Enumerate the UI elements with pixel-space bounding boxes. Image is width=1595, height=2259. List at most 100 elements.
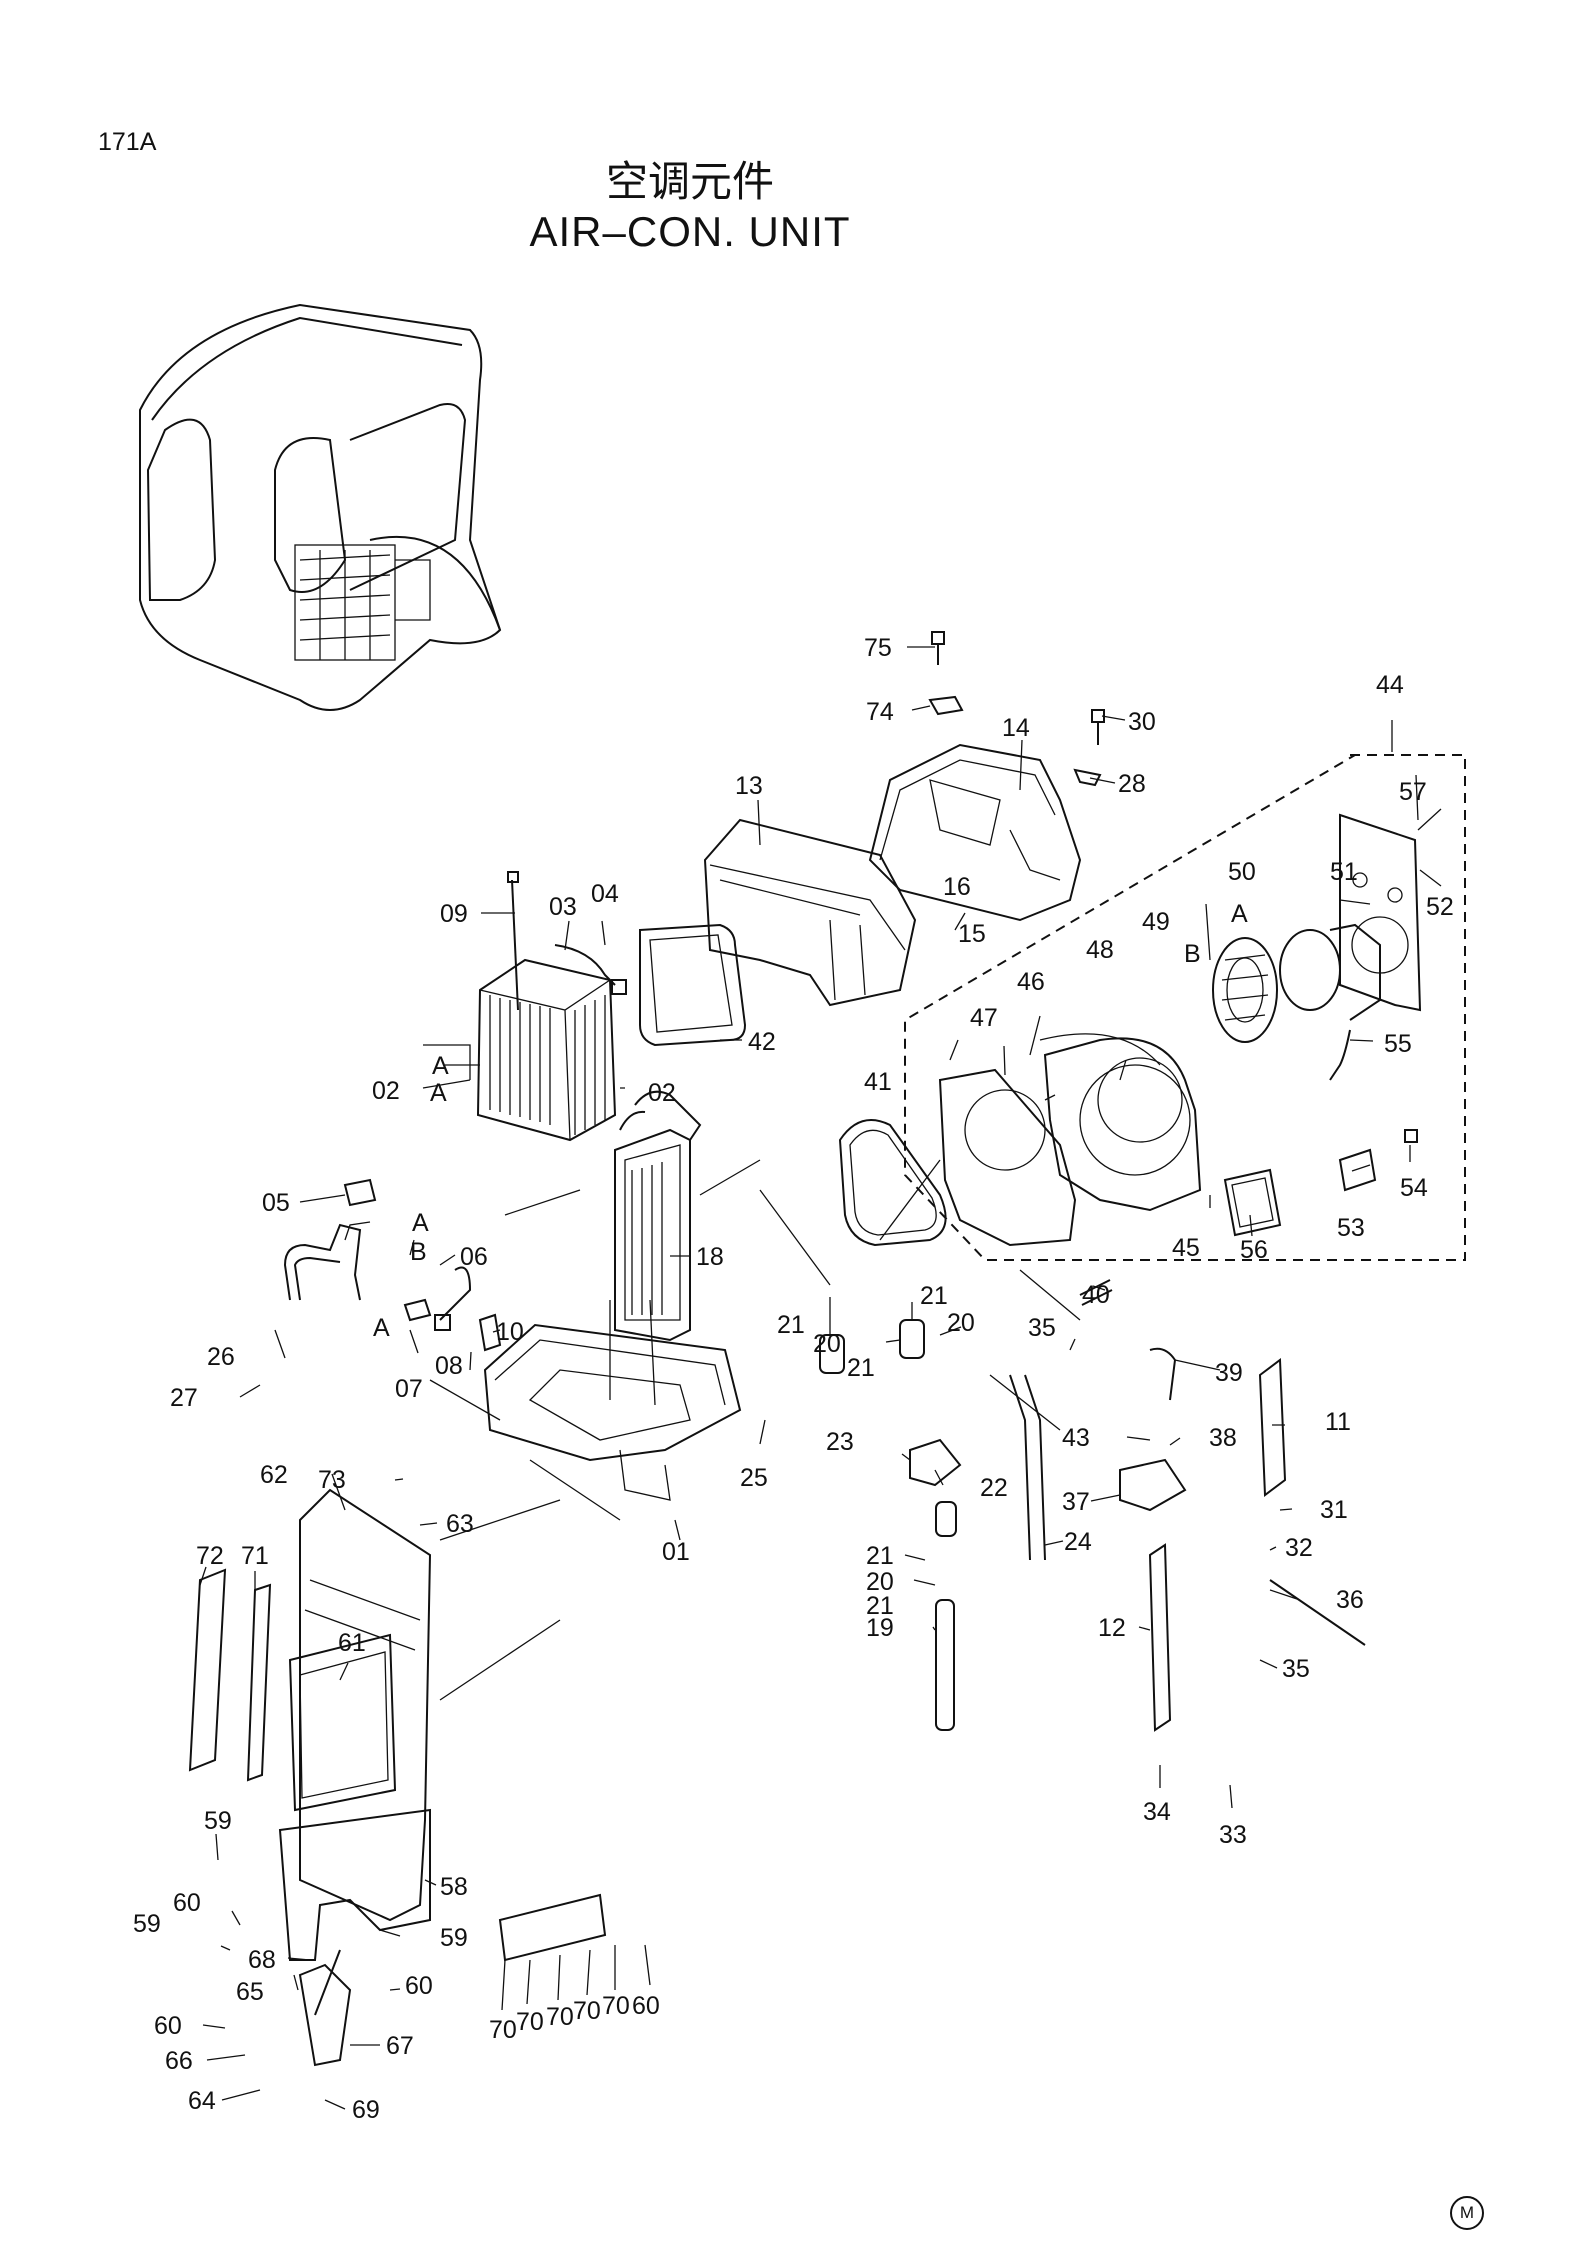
callout-label: 45 xyxy=(1172,1234,1200,1262)
callout-label: 70 xyxy=(489,2016,517,2044)
callout-label: 66 xyxy=(165,2047,193,2075)
callout-label: 05 xyxy=(262,1189,290,1217)
callout-label: 19 xyxy=(866,1614,894,1642)
callout-label: 52 xyxy=(1426,893,1454,921)
callout-label: 67 xyxy=(386,2032,414,2060)
part-13-duct xyxy=(703,818,917,1007)
callout-label: 21 xyxy=(866,1542,894,1570)
callout-label: 55 xyxy=(1384,1030,1412,1058)
callout-label: A xyxy=(432,1052,449,1080)
callout-label: 20 xyxy=(866,1568,894,1596)
callout-label: 16 xyxy=(943,873,971,901)
callout-label: 15 xyxy=(958,920,986,948)
callout-label: 44 xyxy=(1376,671,1404,699)
part-42-gasket xyxy=(639,923,747,1047)
part-11-plate xyxy=(1258,1358,1287,1497)
callout-label: 20 xyxy=(947,1309,975,1337)
callout-label: 60 xyxy=(405,1972,433,2000)
callout-labels: 75 74 14 30 28 44 13 57 16 51 52 09 03 0… xyxy=(133,634,1454,2124)
callout-label: 18 xyxy=(696,1243,724,1271)
callout-label: 59 xyxy=(440,1924,468,1952)
manufacturer-mark: M xyxy=(1450,2196,1484,2230)
callout-label: 49 xyxy=(1142,908,1170,936)
page-code: 171A xyxy=(98,128,157,156)
callout-label: 54 xyxy=(1400,1174,1428,1202)
callout-label: B xyxy=(1184,940,1201,968)
callout-label: 31 xyxy=(1320,1496,1348,1524)
callout-label: 23 xyxy=(826,1428,854,1456)
callout-label: 63 xyxy=(446,1510,474,1538)
callout-label: 02 xyxy=(372,1077,400,1105)
part-45-blower-case xyxy=(938,1033,1202,1247)
callout-label: 12 xyxy=(1098,1614,1126,1642)
callout-label: 21 xyxy=(920,1282,948,1310)
callout-label: A xyxy=(1231,900,1248,928)
callout-label: 08 xyxy=(435,1352,463,1380)
cab-illustration xyxy=(139,303,502,711)
part-58-lower-frame xyxy=(278,1808,431,1961)
callout-label: 70 xyxy=(573,1997,601,2025)
callout-label: 59 xyxy=(133,1910,161,1938)
part-14-cover xyxy=(868,743,1082,922)
callout-label: A xyxy=(430,1079,447,1107)
part-12-plate xyxy=(1148,1543,1172,1732)
callout-label: 37 xyxy=(1062,1488,1090,1516)
callout-label: 65 xyxy=(236,1978,264,2006)
callout-label: 59 xyxy=(204,1807,232,1835)
callout-label: 14 xyxy=(1002,714,1030,742)
callout-label: 56 xyxy=(1240,1236,1268,1264)
callout-label: 43 xyxy=(1062,1424,1090,1452)
callout-label: 41 xyxy=(864,1068,892,1096)
callout-label: 62 xyxy=(260,1461,288,1489)
callout-label: 09 xyxy=(440,900,468,928)
callout-label: 70 xyxy=(546,2003,574,2031)
callout-label: 53 xyxy=(1337,1214,1365,1242)
callout-label: 72 xyxy=(196,1542,224,1570)
callout-label: 21 xyxy=(847,1354,875,1382)
callout-label: 10 xyxy=(496,1318,524,1346)
callout-label: 60 xyxy=(154,2012,182,2040)
part-18-heater-core xyxy=(614,1090,702,1342)
callout-label: B xyxy=(410,1238,427,1266)
callout-label: 74 xyxy=(866,698,894,726)
callout-label: 02 xyxy=(648,1079,676,1107)
callout-label: 22 xyxy=(980,1474,1008,1502)
callout-label: 32 xyxy=(1285,1534,1313,1562)
callout-label: 47 xyxy=(970,1004,998,1032)
callout-label: 42 xyxy=(748,1028,776,1056)
callout-label: 30 xyxy=(1128,708,1156,736)
callout-label: 35 xyxy=(1282,1655,1310,1683)
callout-label: 46 xyxy=(1017,968,1045,996)
part-06-pipes xyxy=(283,1223,362,1301)
callout-label: 57 xyxy=(1399,778,1427,806)
title-english: AIR–CON. UNIT xyxy=(529,208,851,255)
callout-label: 28 xyxy=(1118,770,1146,798)
callout-label: 61 xyxy=(338,1629,366,1657)
callout-label: 75 xyxy=(864,634,892,662)
callout-label: A xyxy=(373,1314,390,1342)
callout-label: 51 xyxy=(1330,858,1358,886)
part-50-fan-motor xyxy=(1212,813,1422,1043)
callout-label: 70 xyxy=(602,1992,630,2020)
part-41-gasket xyxy=(838,1119,947,1247)
callout-label: 21 xyxy=(777,1311,805,1339)
callout-label: 73 xyxy=(318,1466,346,1494)
callout-label: 04 xyxy=(591,880,619,908)
part-56-gasket xyxy=(1223,1168,1282,1237)
callout-label: 33 xyxy=(1219,1821,1247,1849)
callout-label: 20 xyxy=(813,1330,841,1358)
callout-label: 06 xyxy=(460,1243,488,1271)
callout-label: 11 xyxy=(1325,1408,1351,1436)
callout-label: 40 xyxy=(1082,1281,1110,1309)
callout-label: 39 xyxy=(1215,1359,1243,1387)
callout-label: 24 xyxy=(1064,1528,1092,1556)
callout-label: 03 xyxy=(549,893,577,921)
part-01-lower-case xyxy=(483,1299,742,1501)
callout-label: 48 xyxy=(1086,936,1114,964)
part-62-frame xyxy=(188,1488,432,1922)
callout-label: 13 xyxy=(735,772,763,800)
callout-label: 26 xyxy=(207,1343,235,1371)
callout-label: 64 xyxy=(188,2087,216,2115)
callout-label: A xyxy=(412,1209,429,1237)
